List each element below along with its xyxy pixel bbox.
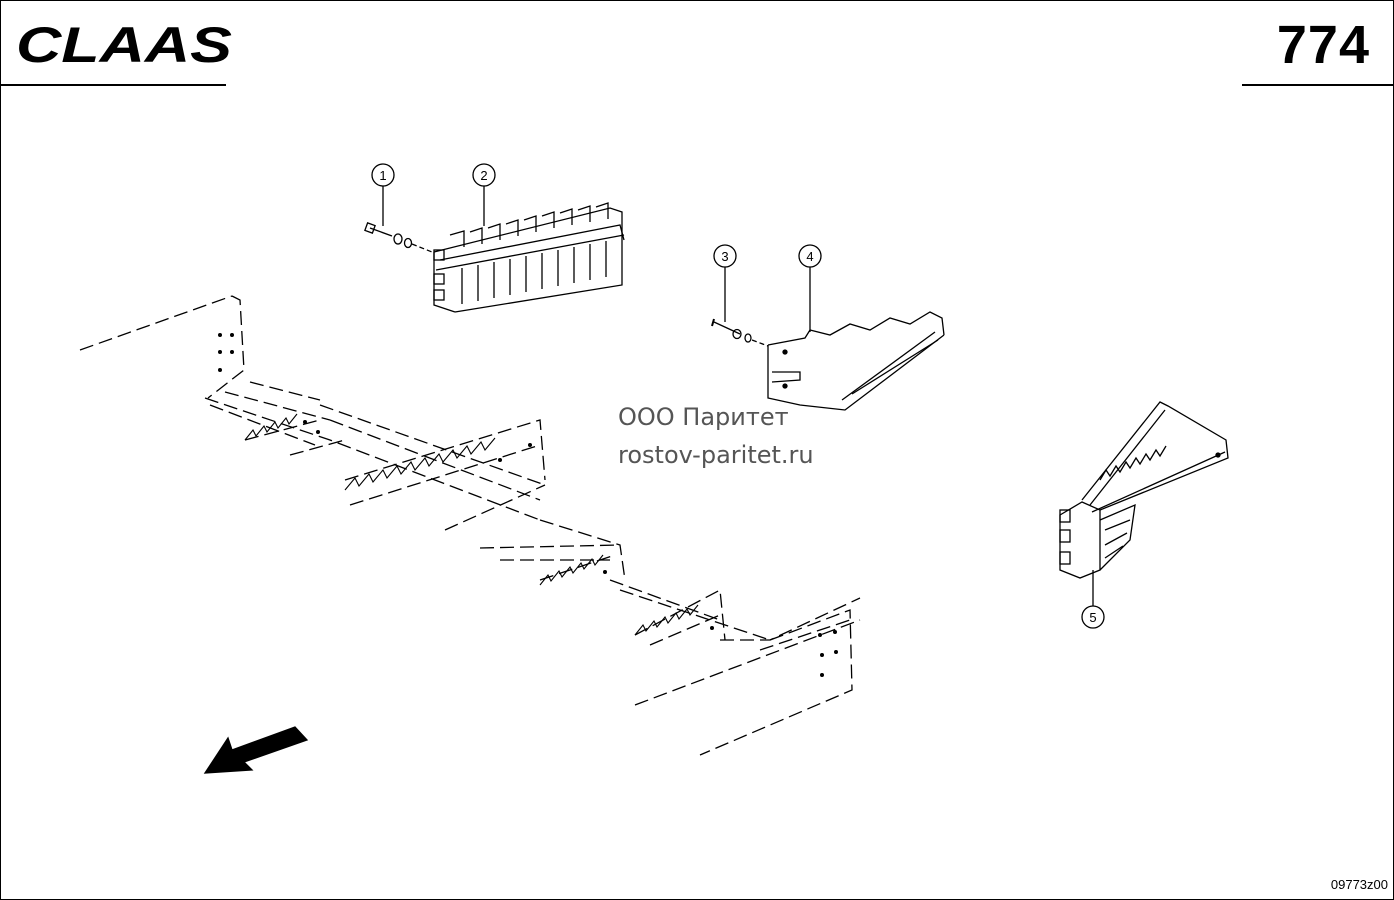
header-frame-teeth [244,413,699,636]
watermark: ООО Паритет rostov-paritet.ru [618,398,814,474]
svg-text:4: 4 [806,249,813,264]
callout-1: 1 [371,163,395,226]
direction-arrow [203,726,309,774]
svg-text:2: 2 [480,168,487,183]
watermark-company: ООО Паритет [618,403,789,431]
svg-text:3: 3 [721,249,728,264]
part-screw [711,318,769,347]
header-frame-outline [79,295,861,756]
drawing-code: 09773z00 [1330,877,1388,892]
part-toothed-guard [433,202,625,313]
part-bolt [364,222,433,253]
callout-4: 4 [798,244,822,332]
callout-5: 5 [1081,570,1105,629]
header-rule-right [1242,84,1394,86]
page-number: 774 [1276,15,1370,75]
callout-2: 2 [472,163,496,226]
svg-text:5: 5 [1089,610,1096,625]
watermark-website: rostov-paritet.ru [618,441,814,469]
callout-3: 3 [713,244,737,322]
header-frame-holes [218,333,838,677]
svg-text:1: 1 [379,168,386,183]
claas-logo: CLAAS [16,18,232,70]
header-rule-left [0,84,226,86]
svg-text:CLAAS: CLAAS [16,18,232,70]
part-corner-guard [1059,401,1229,579]
part-side-plate [767,311,945,411]
